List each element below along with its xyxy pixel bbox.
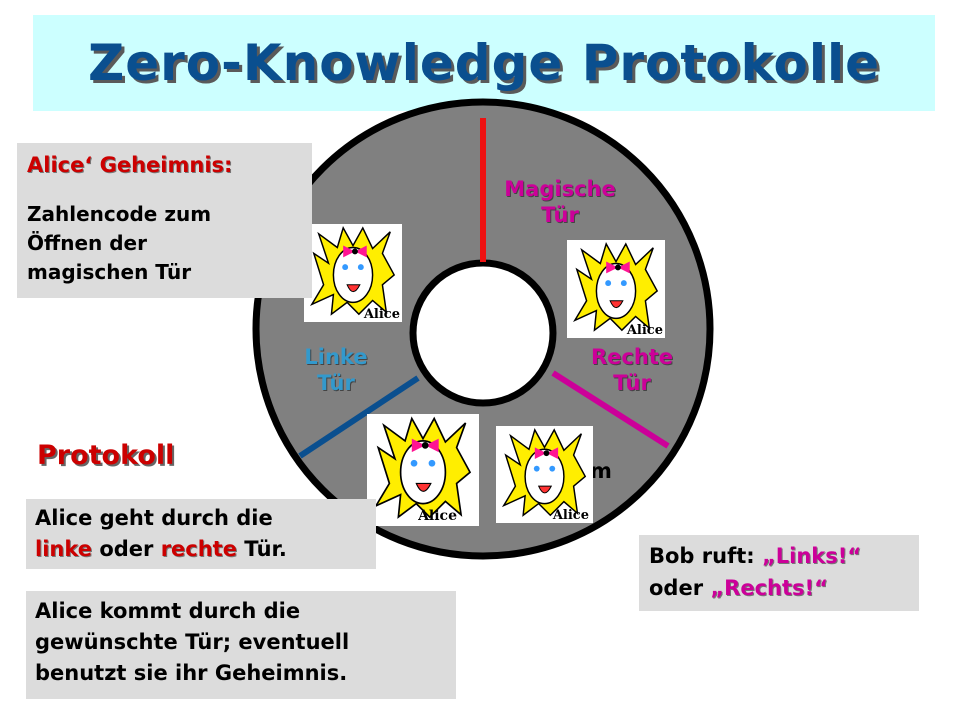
secret-heading: Alice‘ Geheimnis: xyxy=(27,153,233,177)
step1-end: Tür. xyxy=(244,537,287,561)
right-door-label-line2: Tür xyxy=(613,371,651,395)
bob-box: Bob ruft: „Links!“ oder „Rechts!“ xyxy=(639,535,919,611)
step1-line2: linke oder rechte Tür. xyxy=(35,536,287,562)
bob-links: „Links!“ xyxy=(761,544,862,568)
bob-prefix: Bob ruft: xyxy=(649,544,755,568)
bob-oder: oder xyxy=(649,576,704,600)
page-title: Zero-Knowledge Protokolle xyxy=(87,34,881,92)
left-door-label-line1: Linke xyxy=(304,345,368,369)
step2-box: Alice kommt durch die gewünschte Tür; ev… xyxy=(26,591,456,699)
step1-oder: oder xyxy=(99,537,154,561)
step1-box: Alice geht durch die linke oder rechte T… xyxy=(26,499,376,569)
step1-rechte: rechte xyxy=(160,537,237,561)
magic-door-label-line2: Tür xyxy=(541,203,579,227)
step1-linke: linke xyxy=(35,537,92,561)
alice-caption: Alice xyxy=(418,508,457,524)
magic-door-label: Magische Tür xyxy=(482,176,638,228)
magic-door-label-line1: Magische xyxy=(504,177,616,201)
partial-label: m xyxy=(590,459,612,483)
alice-picture-bottom-right: Alice xyxy=(496,426,593,523)
right-door-label-line1: Rechte xyxy=(590,345,674,369)
left-door-label-line2: Tür xyxy=(317,371,355,395)
left-door-label: Linke Tür xyxy=(280,344,392,396)
right-door-line xyxy=(551,370,670,449)
alice-picture-top-right: Alice xyxy=(567,240,665,338)
right-door-label: Rechte Tür xyxy=(572,344,692,396)
secret-box: Alice‘ Geheimnis: Zahlencode zum Öffnen … xyxy=(17,143,312,298)
bob-line1: Bob ruft: „Links!“ xyxy=(649,543,861,569)
alice-caption: Alice xyxy=(626,323,663,338)
bob-line2: oder „Rechts!“ xyxy=(649,575,828,601)
step1-line1: Alice geht durch die xyxy=(35,506,273,530)
bob-rechts: „Rechts!“ xyxy=(710,576,828,600)
title-banner: Zero-Knowledge Protokolle xyxy=(33,15,935,111)
alice-caption: Alice xyxy=(363,307,400,322)
protocol-heading: Protokoll xyxy=(37,440,175,471)
secret-body: Zahlencode zum Öffnen der magischen Tür xyxy=(27,202,212,284)
alice-caption: Alice xyxy=(552,508,589,523)
alice-picture-bottom-left: Alice xyxy=(367,414,479,526)
left-door-line xyxy=(298,375,420,459)
alice-picture-top-left: Alice xyxy=(304,224,402,322)
cave-inner-hub xyxy=(409,259,557,407)
step2-text: Alice kommt durch die gewünschte Tür; ev… xyxy=(35,599,350,685)
